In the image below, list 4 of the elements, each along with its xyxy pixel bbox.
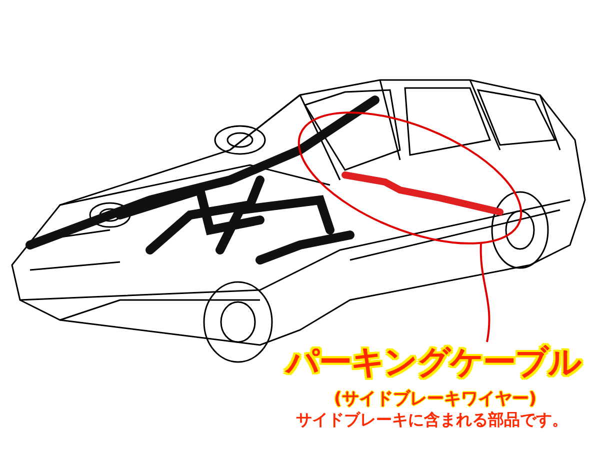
- leader-line: [480, 242, 490, 342]
- callout-subtitle: (サイドブレーキワイヤー): [334, 388, 538, 410]
- note-text: サイドブレーキに含まれる部品です。: [296, 410, 568, 431]
- callout-title: パーキングケーブル: [286, 341, 581, 383]
